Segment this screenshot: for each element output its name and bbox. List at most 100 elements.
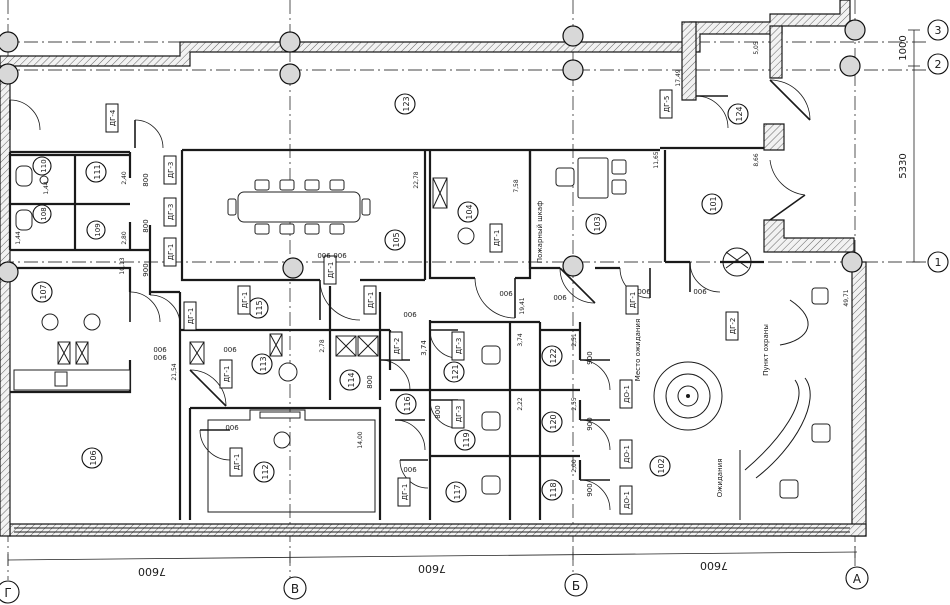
size-label: 006 (499, 290, 513, 298)
area-label: 2,40 (121, 171, 128, 185)
waiting-zone-label: Ожидания (716, 459, 724, 498)
size-label: 006 (693, 288, 707, 296)
size-label: 006 (403, 311, 417, 319)
svg-text:111: 111 (93, 164, 102, 179)
area-label: 2,55 (571, 397, 578, 411)
area-label: 2,78 (319, 339, 326, 353)
size-label: 006 (223, 346, 237, 354)
size-label: 006 (553, 294, 567, 302)
dimension-lines: 7600 7600 7600 1000 5330 (7, 29, 920, 578)
partitions (8, 146, 850, 533)
svg-text:110: 110 (40, 159, 48, 172)
area-label: 2,80 (121, 231, 128, 245)
axis-label-g: Г (4, 586, 11, 600)
axis-label-1: 1 (935, 256, 942, 269)
area-label: 10,13 (119, 257, 126, 274)
size-label: 900 (142, 263, 150, 276)
room-tag: 105 (384, 229, 406, 251)
annotations: Пожарный шкаф Место ожидания Пункт охран… (536, 201, 770, 498)
room-tag: 111 (85, 161, 107, 183)
axis-label-v: В (291, 582, 299, 596)
room-tag: 114 (339, 369, 361, 391)
door-tag: ДГ-1 (241, 292, 249, 309)
axis-label-b: Б (572, 579, 580, 593)
size-label: 800 (142, 173, 150, 186)
svg-text:103: 103 (593, 216, 602, 231)
svg-text:107: 107 (39, 284, 48, 299)
size-label: 006 (153, 354, 167, 362)
size-label: 006 (333, 252, 347, 260)
room-tag: 104 (457, 201, 479, 223)
door-tag: ДГ-1 (401, 484, 409, 501)
svg-text:106: 106 (89, 450, 98, 465)
size-label: 900 (586, 417, 594, 430)
size-label: 006 (225, 424, 239, 432)
area-label: 7,58 (513, 179, 520, 193)
area-label: 17,49 (675, 69, 682, 86)
size-label: 900 (586, 351, 594, 364)
size-label: 800 (434, 405, 442, 418)
size-label: 800 (142, 219, 150, 232)
room-tag: 107 (31, 281, 53, 303)
area-label: 2,00 (571, 459, 578, 473)
size-label: 900 (586, 483, 594, 496)
size-label: 006 (403, 466, 417, 474)
meeting-place-label: Место ожидания (634, 319, 642, 381)
room-tag: 113 (251, 353, 273, 375)
dim-right-2: 5330 (898, 153, 909, 178)
area-label: 3,74 (517, 333, 524, 347)
axis-bubble-a: А (845, 566, 869, 590)
area-label: 1,44 (15, 231, 22, 245)
svg-text:108: 108 (40, 207, 48, 220)
door-tag: ДГ-1 (367, 292, 375, 309)
room-tag: 110 (32, 156, 52, 176)
area-label: 8,66 (753, 153, 760, 167)
svg-text:122: 122 (549, 348, 558, 363)
area-label: 11,65 (653, 151, 660, 168)
room-tag: 116 (395, 393, 417, 415)
svg-text:109: 109 (94, 223, 102, 236)
axis-bubble-v: В (283, 576, 307, 600)
door-tag: ДГ-3 (455, 406, 463, 423)
area-label: 49,71 (843, 289, 850, 306)
room-tag: 118 (541, 479, 563, 501)
room-tag: 121 (443, 361, 465, 383)
room-tag: 102 (649, 455, 671, 477)
svg-text:105: 105 (392, 232, 401, 247)
door-tags: ДГ-4 ДГ-3 ДГ-3 ДГ-1 ДГ-5 ДГ-1 ДГ-1 ДГ-1 … (105, 89, 739, 515)
door-tag: ДГ-1 (187, 308, 195, 325)
size-label: 006 (637, 288, 651, 296)
svg-text:102: 102 (657, 458, 666, 473)
room-tags: 123 124 111 110 109 108 107 106 105 104 … (31, 93, 749, 503)
room-tag: 122 (541, 345, 563, 367)
size-label: 006 (153, 346, 167, 354)
area-label: 2,22 (517, 397, 524, 411)
reception-label: Пункт охраны (762, 324, 770, 376)
room-tag: 108 (32, 204, 52, 224)
size-label: 3,74 (420, 340, 428, 356)
fire-cabinet-label: Пожарный шкаф (536, 201, 544, 263)
axis-label-2: 2 (935, 58, 942, 71)
door-tag: ДГ-2 (729, 318, 737, 335)
outer-walls (0, 0, 867, 537)
axis-bubble-2: 2 (927, 53, 949, 75)
axis-label-3: 3 (935, 24, 942, 37)
door-tag: ДГ-1 (493, 230, 501, 247)
columns (0, 19, 866, 283)
svg-text:114: 114 (347, 372, 356, 387)
svg-text:113: 113 (259, 356, 268, 371)
door-tag: ДГ-1 (223, 366, 231, 383)
door-tag: ДО-1 (623, 491, 631, 509)
door-tag: ДГ-2 (393, 338, 401, 355)
dim-bottom-2: 7600 (418, 562, 446, 575)
door-tag: ДО-1 (623, 385, 631, 403)
area-label: 2,51 (571, 333, 578, 347)
room-tag: 103 (585, 213, 607, 235)
room-tag: 112 (253, 461, 275, 483)
room-tag: 101 (701, 193, 723, 215)
axis-bubble-b: Б (564, 573, 588, 597)
area-label: 1,44 (43, 181, 50, 195)
door-tag: ДГ-3 (167, 204, 175, 221)
svg-text:118: 118 (549, 482, 558, 497)
